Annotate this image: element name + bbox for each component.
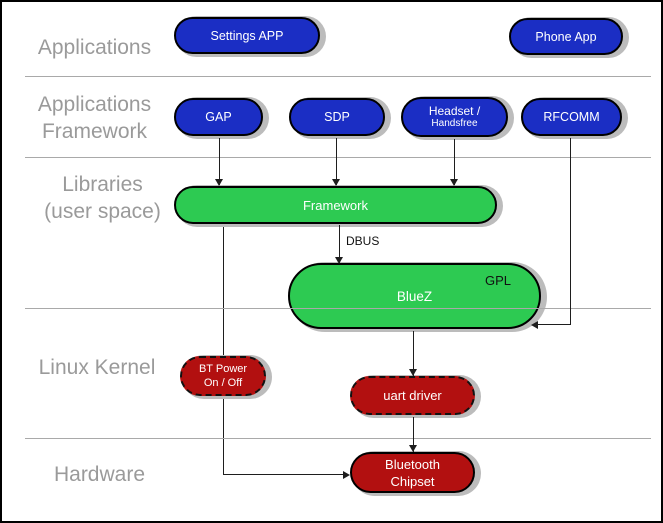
- layer-separator-2: [25, 157, 651, 158]
- edge-label-dbus: DBUS: [346, 234, 380, 248]
- node-bluetooth-chipset-label: Bluetooth Chipset: [385, 456, 440, 489]
- layer-label-libraries-user-space: Libraries (user space): [44, 173, 161, 223]
- node-bluez-label: BlueZ: [396, 288, 433, 304]
- edge-gap-framework-arrowhead: [215, 179, 223, 186]
- edge-sdp-framework-line: [336, 138, 337, 185]
- edge-bluez-uart-arrowhead: [409, 369, 417, 376]
- node-rfcomm: RFCOMM: [521, 98, 622, 136]
- node-headset-label-line2: Handsfree: [431, 118, 478, 129]
- edge-framework-chipset-vline: [223, 225, 224, 474]
- node-sdp: SDP: [289, 98, 385, 136]
- edge-gap-framework-line: [219, 138, 220, 185]
- node-uart-driver-label: uart driver: [383, 387, 442, 403]
- edge-rfcomm-bluez-vline: [570, 138, 571, 324]
- node-bt-power-on-off: BT Power On / Off: [180, 356, 266, 396]
- node-headset-label-line1: Headset /: [428, 104, 481, 118]
- layer-separator-3: [25, 308, 651, 309]
- edge-uart-chipset-line: [413, 417, 414, 452]
- node-bluez: BlueZ GPL: [288, 263, 541, 329]
- layer-label-hardware: Hardware: [53, 463, 146, 486]
- edge-sdp-framework-arrowhead: [332, 179, 340, 186]
- layer-label-linux-kernel: Linux Kernel: [38, 356, 156, 379]
- node-bt-power-label: BT Power On / Off: [198, 363, 248, 389]
- node-gap-label: GAP: [205, 110, 232, 124]
- node-phone-app-label: Phone App: [535, 29, 597, 44]
- node-headset-handsfree: Headset / Handsfree: [401, 97, 508, 137]
- layer-separator-4: [25, 438, 651, 439]
- edge-framework-chipset-hline: [223, 474, 344, 475]
- node-framework: Framework: [174, 186, 497, 224]
- edge-headset-framework-line: [454, 139, 455, 185]
- node-rfcomm-label: RFCOMM: [543, 110, 600, 124]
- edge-rfcomm-bluez-hline: [533, 324, 571, 325]
- node-framework-label: Framework: [302, 197, 368, 213]
- node-uart-driver: uart driver: [350, 376, 475, 415]
- gpl-license-note: GPL: [484, 273, 511, 288]
- edge-framework-bluez-line: [339, 225, 340, 263]
- node-settings-app: Settings APP: [174, 17, 320, 54]
- edge-framework-chipset-arrowhead: [343, 471, 350, 479]
- edge-framework-bluez-arrowhead: [335, 257, 343, 264]
- edge-headset-framework-arrowhead: [450, 179, 458, 186]
- layer-label-applications-framework: Applications Framework: [37, 93, 152, 143]
- node-gap: GAP: [174, 98, 263, 136]
- node-settings-app-label: Settings APP: [210, 28, 284, 43]
- layer-separator-1: [25, 76, 651, 77]
- edge-rfcomm-bluez-arrowhead: [531, 321, 538, 329]
- layer-label-applications: Applications: [37, 36, 152, 59]
- node-phone-app: Phone App: [509, 18, 623, 55]
- edge-uart-chipset-arrowhead: [409, 445, 417, 452]
- node-sdp-label: SDP: [324, 110, 350, 124]
- edge-bluez-uart-line: [413, 331, 414, 376]
- node-bluetooth-chipset: Bluetooth Chipset: [350, 452, 475, 493]
